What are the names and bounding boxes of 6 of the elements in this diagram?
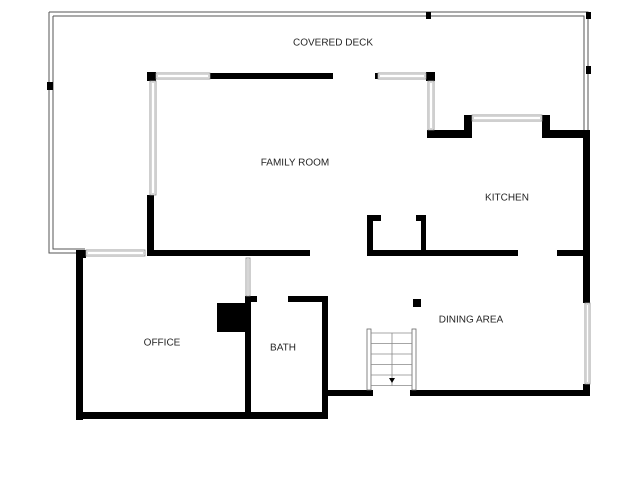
room-label: BATH <box>270 342 296 354</box>
room-label: FAMILY ROOM <box>260 158 330 168</box>
room-label: OFFICE <box>144 338 180 348</box>
room-label: COVERED DECK <box>293 38 373 48</box>
room-label: DINING AREA <box>438 314 504 326</box>
room-label: KITCHEN <box>485 192 529 204</box>
